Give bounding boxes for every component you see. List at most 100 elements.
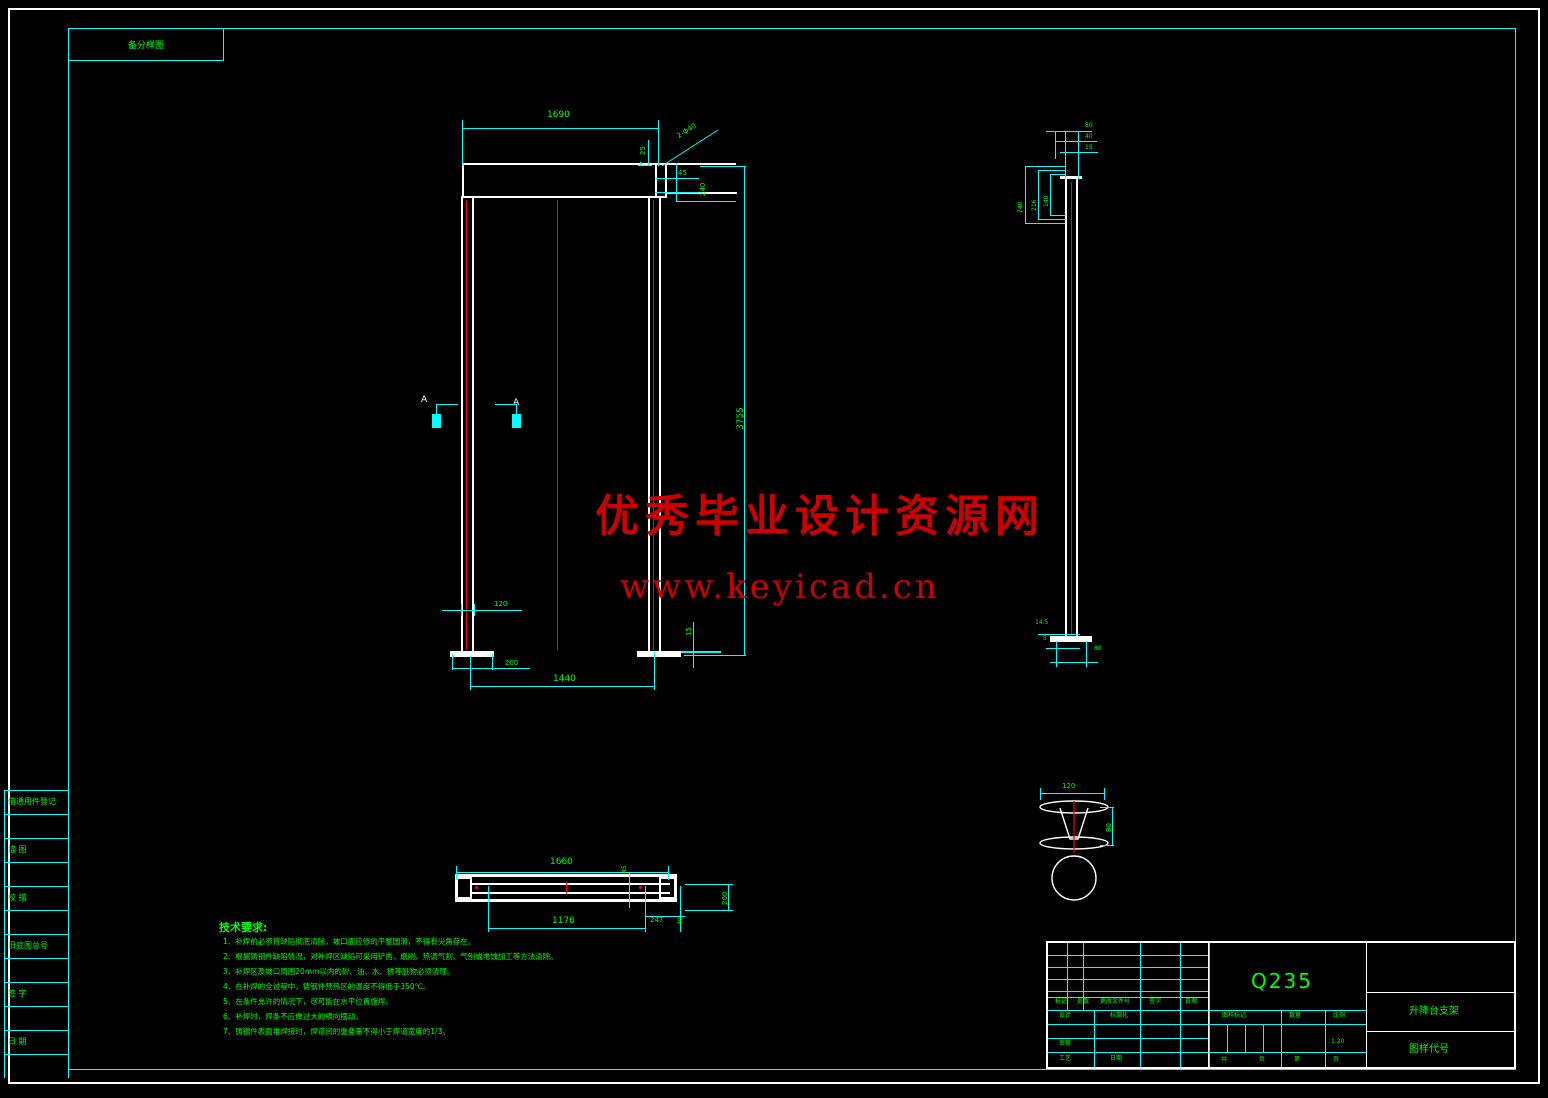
tb-left-colB-1 [1140,1010,1141,1067]
side-dim-15-line [1060,152,1098,153]
tb-left-colA-3 [1180,943,1181,1010]
tb-mid-left-edge [1209,943,1210,1067]
dim-1440-line [470,686,654,687]
plan-centerline-tick [566,882,567,894]
tb-l-3-0: 工艺 [1059,1055,1072,1062]
side-column-centerline [1071,182,1072,634]
dim-1440-ext-right [654,652,655,690]
side-dim-216-top [1038,170,1066,171]
side-dim-145-line [1038,634,1080,635]
tb-mid-row-0 [1209,1010,1366,1011]
side-dim-216-label: 216 [1031,199,1038,211]
tb-left-row-3 [1048,991,1208,992]
plan-dim-1176-label: 1176 [552,916,575,926]
dim-1690-ext-right [658,120,659,166]
tb-material: Q235 [1251,969,1313,993]
tb-l-0-2: 标准化 [1110,1012,1129,1019]
left-block-label-8: 签 字 [8,989,27,998]
dim-1690-line [462,128,658,129]
plan-dim-200-ext-r [728,884,729,911]
left-block-top [4,790,68,791]
section-aa-dim-120-ext-l [1040,788,1041,800]
tb-outer-left [1046,941,1048,1069]
plan-hole-left [475,886,478,889]
tech-title: 技术要求: [219,921,268,934]
plan-left-inner-cap [470,877,472,899]
tb-mid-subcol-0 [1227,1024,1228,1052]
tech-item-0: 1、补焊前必须将缺陷彻底清除，坡口面应修的平整圆滑，不得有尖角存在。 [223,937,476,946]
plan-dim-200-ext [680,886,681,932]
plan-left-cap [455,874,458,902]
dim-200-line [452,668,530,669]
tb-left-colB-0 [1094,1010,1095,1067]
left-block-label-2: 描 图 [8,845,27,854]
dim-3755-line [744,166,745,656]
top-beam-right-plate [665,163,667,198]
plan-dim-200-line-bot [685,910,733,911]
left-block-border-right [68,790,69,1078]
dim-45-upper [655,178,699,179]
plan-body-top [455,874,677,877]
left-block-rowline-5 [4,934,68,935]
dim-120-label: 120 [494,600,508,608]
plan-hole-right [639,886,642,889]
side-dim-ext-a [1055,131,1056,159]
tech-item-4: 5、在条件允许的情况下，尽可能在水平位置施焊。 [223,997,393,1006]
sheet-border-left [8,8,10,1084]
tech-item-3: 4、在补焊的全过程中，铸钢件预热区的温度不得低于350℃。 [223,982,431,991]
section-mark-a-left: A [421,395,428,405]
plan-dim-1176-ext-l [488,886,489,932]
tb-rev-h-0: 标记 [1055,998,1068,1005]
tb-left-row-5 [1048,1010,1208,1011]
side-dim-ext-b [1065,131,1066,179]
sheet-border-bottom [8,1082,1540,1084]
side-dim-240-line [1025,166,1026,224]
dim-1690-ext-left [462,120,463,166]
tb-part-name: 升降台支架 [1409,1006,1459,1017]
side-column-left [1065,178,1067,638]
left-column-outer [461,196,463,653]
sheet-border-top [8,8,1540,10]
left-block-rowline-0 [4,814,68,815]
plan-dim-1660-line [456,872,668,873]
tb-left-row-0 [1048,955,1208,956]
section-arrow-right-head [512,414,521,428]
plan-dim-1660-ext-l [456,866,457,880]
tb-mid-h-0: 图样标记 [1222,1012,1247,1019]
section-aa-dim-120-label: 120 [1062,782,1076,790]
dim-45-label: 45 [678,169,687,177]
dim-1440-label: 1440 [553,674,576,684]
tb-sep-mid-left [1208,941,1209,1069]
plan-dim-40-label: 40 [677,917,684,925]
side-dim-80b-ext-r [1086,641,1087,667]
plan-dim-200-line-top [685,884,733,885]
hole-leader [660,128,720,168]
dim-15-line [681,651,721,653]
section-aa-dim-80-line [1112,807,1113,846]
section-aa-dim-80-ext-t [1100,807,1114,808]
plan-right-inner-cap [659,877,661,899]
left-block-label-10: 日 期 [8,1037,27,1046]
tb-scale: 1:20 [1331,1038,1345,1045]
tb-left-row-1 [1048,967,1208,968]
left-block-rowline-7 [4,982,68,983]
tech-item-2: 3、补焊区及坡口周围20mm以内的砂、油、水、锈等脏物必须清理。 [223,967,455,976]
header-tab-bottom [68,60,224,61]
plan-dim-1660-ext-r [668,866,669,880]
front-view-centerline [557,200,558,650]
dim-200-ext-left [452,654,453,670]
side-dim-240-bot [1025,223,1065,224]
left-block-rowline-3 [4,886,68,887]
section-arrow-left-head [432,414,441,428]
dim-25-line [638,165,652,166]
plan-right-inner-top [659,877,675,879]
tb-rev-h-1: 处数 [1077,998,1090,1005]
tb-drawing-code: 图样代号 [1409,1044,1449,1055]
section-aa-dim-120-ext-r [1104,788,1105,800]
side-dim-240-top [1025,166,1065,167]
left-block-rowline-8 [4,1006,68,1007]
section-mark-a-right: A [513,398,520,408]
tb-left-row-7 [1048,1038,1208,1039]
side-dim-145-label: 14.5 [1035,619,1049,626]
